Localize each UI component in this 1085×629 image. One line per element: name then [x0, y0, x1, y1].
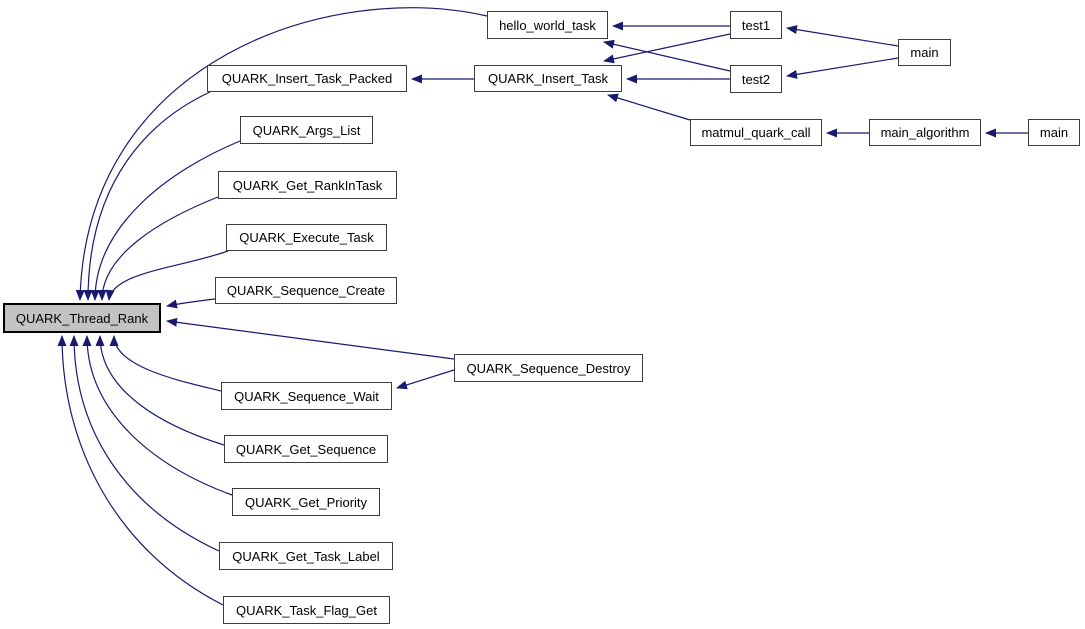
node-quark_sequence_destroy[interactable]: QUARK_Sequence_Destroy: [454, 354, 643, 382]
node-test2[interactable]: test2: [730, 65, 782, 93]
edge-quark_sequence_wait--quark_thread_rank: [109, 335, 222, 392]
edge-quark_sequence_create--quark_thread_rank: [166, 298, 216, 309]
edge-quark_task_flag_get--quark_thread_rank: [57, 335, 224, 606]
edge-quark_get_task_label--quark_thread_rank: [69, 335, 220, 552]
node-quark_get_priority[interactable]: QUARK_Get_Priority: [232, 488, 380, 516]
node-quark_get_rankintask[interactable]: QUARK_Get_RankInTask: [218, 171, 397, 199]
edge-quark_execute_task--quark_thread_rank: [105, 250, 229, 301]
node-quark_insert_task[interactable]: QUARK_Insert_Task: [474, 65, 622, 92]
node-quark_get_task_label[interactable]: QUARK_Get_Task_Label: [219, 542, 393, 570]
edge-test1--quark_insert_task: [603, 33, 731, 64]
node-matmul_quark_call[interactable]: matmul_quark_call: [690, 119, 822, 146]
node-quark_thread_rank: QUARK_Thread_Rank: [3, 303, 161, 333]
edge-quark_insert_task_packed--quark_thread_rank: [83, 91, 211, 301]
edges-group: [57, 7, 1028, 606]
node-quark_task_flag_get[interactable]: QUARK_Task_Flag_Get: [223, 596, 390, 624]
edge-test2--hello_world_task: [603, 39, 731, 72]
node-quark_sequence_wait[interactable]: QUARK_Sequence_Wait: [221, 382, 392, 410]
edge-main--test2: [786, 57, 899, 79]
edge-quark_get_sequence--quark_thread_rank: [95, 335, 225, 446]
node-hello_world_task[interactable]: hello_world_task: [487, 11, 608, 39]
edge-matmul_quark_call--quark_insert_task: [607, 93, 691, 121]
edge-hello_world_task--quark_thread_rank: [75, 7, 488, 301]
edge-quark_sequence_destroy--quark_sequence_wait: [396, 369, 455, 390]
node-quark_insert_task_packed[interactable]: QUARK_Insert_Task_Packed: [207, 65, 407, 92]
node-main[interactable]: main: [898, 39, 951, 66]
node-test1[interactable]: test1: [730, 11, 782, 39]
node-quark_get_sequence[interactable]: QUARK_Get_Sequence: [224, 435, 388, 463]
node-quark_args_list[interactable]: QUARK_Args_List: [240, 116, 373, 144]
node-main_2[interactable]: main: [1028, 119, 1080, 146]
edge-quark_args_list--quark_thread_rank: [90, 140, 241, 301]
edge-quark_get_rankintask--quark_thread_rank: [97, 196, 219, 301]
node-quark_sequence_create[interactable]: QUARK_Sequence_Create: [215, 277, 397, 304]
edge-quark_get_priority--quark_thread_rank: [82, 335, 233, 496]
edge-quark_sequence_destroy--quark_thread_rank: [166, 317, 455, 360]
node-main_algorithm[interactable]: main_algorithm: [869, 119, 981, 146]
edge-main--test1: [786, 25, 899, 47]
node-quark_execute_task[interactable]: QUARK_Execute_Task: [226, 224, 387, 251]
